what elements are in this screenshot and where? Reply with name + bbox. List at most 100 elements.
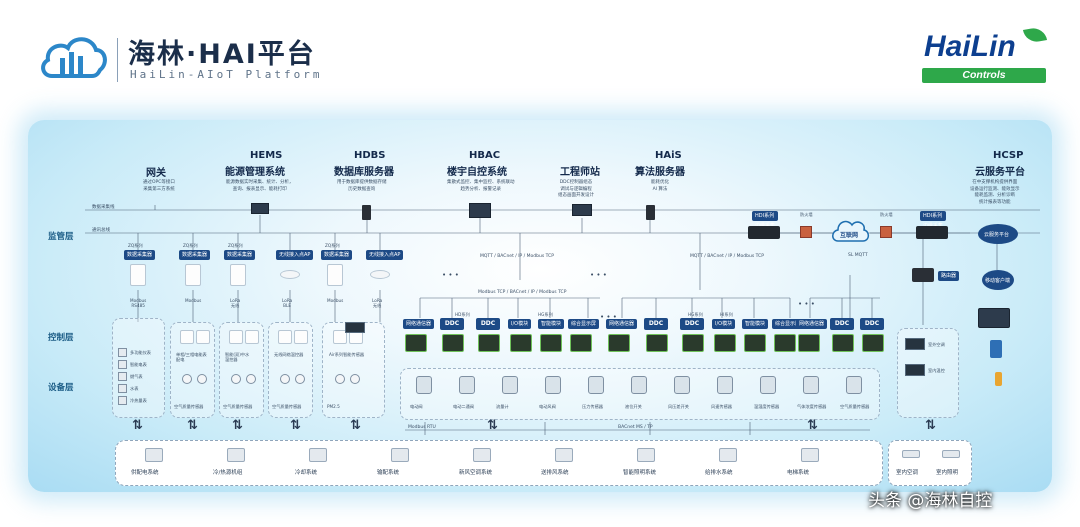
field-device-label: 空气质量传感器 [840, 404, 870, 409]
meter-label: 燃气表 [130, 374, 143, 379]
collector-label: 无线接入点AP [276, 250, 314, 260]
field-device-label: 电动二通阀 [453, 404, 474, 409]
controller-module [714, 334, 736, 352]
control-tag: 综合显示屏 [772, 319, 804, 329]
system-icon [637, 448, 655, 462]
field-device-icon [717, 376, 733, 394]
control-tag: 综合显示屏 [568, 319, 600, 329]
ddc-tag: DDC [644, 318, 668, 330]
eng-desc: DDC控制器组态调试与逻辑编程组态画面开发设计 [558, 180, 594, 198]
data-collector-device [230, 264, 246, 286]
system-icon [145, 448, 163, 462]
field-device-label: 电动阀 [410, 404, 423, 409]
wireless-ap-device [280, 270, 300, 279]
field-device-label: 压力传感器 [582, 404, 603, 409]
collector-label: 无线接入点AP [366, 250, 404, 260]
monitor-icon [469, 203, 491, 218]
wireless-ap-device [370, 270, 390, 279]
bidirectional-arrow-icon: ⇅ [187, 418, 198, 433]
hems-sub: HEMS [250, 150, 283, 161]
controller-module [744, 334, 766, 352]
meter-icon [118, 372, 127, 381]
controller-module [682, 334, 704, 352]
controller-module [862, 334, 884, 352]
hailin-controls-logo: HaiLin Controls [918, 26, 1052, 84]
controller-module [405, 334, 427, 352]
hcsp-title: 云服务平台 [975, 167, 1025, 178]
controller-sub-label: Air系列智能传感器 [329, 352, 365, 357]
controller-sub-label: 单相/三相电能表配电 [176, 352, 207, 362]
sensor-icon [350, 374, 360, 384]
hdbs-title: 数据库服务器 [334, 167, 394, 178]
bottom-room-label: 室内照明 [936, 470, 959, 476]
room-panel [905, 338, 925, 350]
controller-module [570, 334, 592, 352]
sensor-label: 空气质量传感器 [223, 404, 253, 409]
field-device-icon [502, 376, 518, 394]
sensor-icon [246, 374, 256, 384]
brand-title: 海林·HAI平台 [128, 39, 316, 70]
field-device-icon [631, 376, 647, 394]
controller-module [608, 334, 630, 352]
controller-module [798, 334, 820, 352]
gateway-title: 网关 [146, 168, 166, 179]
firewall-right-icon [880, 226, 892, 238]
ellipsis-dots: • • • [442, 271, 459, 279]
controller-panel [229, 330, 243, 344]
bus-label: Modbus [185, 298, 202, 303]
series-label: HG系列 [538, 312, 553, 317]
controller-module [478, 334, 500, 352]
field-device-label: 液位开关 [625, 404, 642, 409]
ddc-tag: DDC [440, 318, 464, 330]
control-tag: 智能模块 [538, 319, 565, 329]
field-device-icon [545, 376, 561, 394]
firewall-left-icon [800, 226, 812, 238]
system-icon [719, 448, 737, 462]
data-collector-device [327, 264, 343, 286]
layer-control-label: 控制层 [48, 333, 74, 343]
controller-module [646, 334, 668, 352]
room-device-label: 室内温控 [928, 368, 945, 373]
bottom-systems-band [115, 440, 883, 486]
ai-server-icon [646, 205, 655, 220]
controller-module [510, 334, 532, 352]
meter-label: 冷热量表 [130, 398, 147, 403]
controller-panel [294, 330, 308, 344]
bottom-system-label: 送排风系统 [541, 470, 569, 476]
series-label: HD系列 [455, 312, 470, 317]
hems-desc: 能源数据实时采集、统计、分析，查询、报表显示、能耗打印 [226, 180, 294, 192]
bottom-system-label: 输配系统 [377, 470, 400, 476]
hbac-title: 楼宇自控系统 [447, 167, 507, 178]
controller-sub-label: 智能(双)中水温控器 [225, 352, 250, 362]
collector-series: ZQ系列 [128, 243, 143, 248]
bottom-room-label: 室内空调 [896, 470, 919, 476]
room-equipment-icon [942, 450, 960, 458]
bidirectional-arrow-icon: ⇅ [807, 418, 818, 433]
collector-label: 数据采集器 [124, 250, 156, 260]
sl-mqtt-label: SL MQTT [848, 253, 868, 258]
collector-series: ZQ系列 [183, 243, 198, 248]
field-device-label: 电动风阀 [539, 404, 556, 409]
hdbs-sub: HDBS [354, 150, 386, 161]
meter-icon [118, 384, 127, 393]
cloud-platform-label: 云服务平台 [984, 232, 1010, 238]
sensor-icon [295, 374, 305, 384]
controller-panel [180, 330, 194, 344]
controller-module [540, 334, 562, 352]
bottom-system-label: 冷却系统 [295, 470, 318, 476]
collector-series: ZQ系列 [325, 243, 340, 248]
proto-top-label: MQTT / BACnet / IP / Modbus TCP [480, 254, 554, 259]
meter-label: 智能电表 [130, 362, 147, 367]
firewall-right-label: 防火墙 [880, 212, 893, 217]
sensor-icon [231, 374, 241, 384]
data-collector-device [130, 264, 146, 286]
edge-gateway-tag-right: HDI系列边缘采集 [920, 211, 947, 229]
field-device-icon [416, 376, 432, 394]
data-collector-device [185, 264, 201, 286]
layer-device-label: 设备层 [48, 383, 74, 393]
cloud-platform-icon [978, 224, 1018, 244]
bus-label: Modbus [327, 298, 344, 303]
collector-series: ZQ系列 [228, 243, 243, 248]
